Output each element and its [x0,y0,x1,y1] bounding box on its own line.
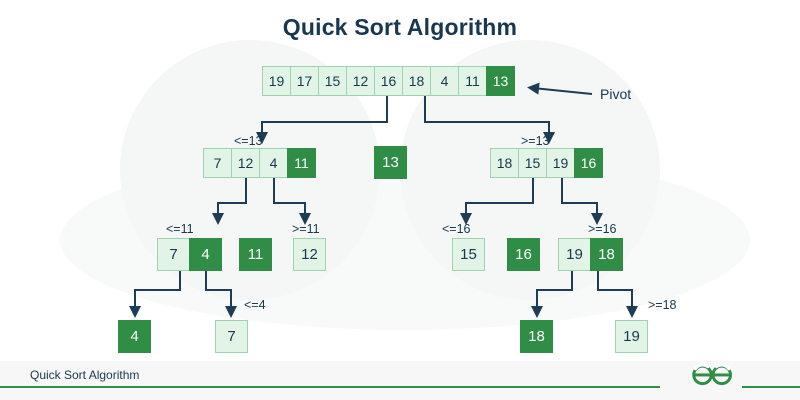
array-cell: 19 [558,238,591,271]
compare-label-gte-18: >=18 [648,298,677,312]
array-cell: 7 [203,148,232,178]
footer-divider-right [742,386,800,388]
array-cell: 15 [318,66,347,96]
array-cell-pivot: 18 [520,320,553,353]
array-cell-pivot: 4 [118,320,151,353]
array-cell-pivot: 18 [590,238,623,271]
compare-label-gte-13: >=13 [521,134,550,148]
array-level3-right-mid: 16 [507,238,540,271]
array-level3-right-lt: 15 [452,238,485,271]
array-cell: 15 [518,148,547,178]
array-cell: 4 [259,148,288,178]
array-level2-right: 18 15 19 16 [490,148,603,178]
array-level2-left: 7 12 4 11 [203,148,316,178]
array-level1: 19 17 15 12 16 18 4 11 13 [262,66,515,96]
footer-divider-left [0,386,660,388]
array-level3-left-gt: 12 [293,238,326,271]
compare-label-lte-13: <=13 [234,134,263,148]
page-title: Quick Sort Algorithm [282,14,518,40]
array-level4-right-gt: 19 [615,320,648,353]
array-cell: 15 [452,238,485,271]
array-level3-left-lt: 7 4 [157,238,222,271]
geeksforgeeks-logo-icon [692,363,732,386]
array-cell: 16 [374,66,403,96]
array-cell-pivot: 16 [574,148,603,178]
array-cell: 11 [458,66,487,96]
array-cell-pivot: 11 [239,238,272,271]
array-cell: 19 [262,66,291,96]
array-cell-pivot: 4 [189,238,222,271]
array-level3-right-gt: 19 18 [558,238,623,271]
compare-label-lte-11: <=11 [166,222,194,236]
array-cell: 19 [546,148,575,178]
footer-band [0,361,800,400]
pivot-annotation-label: Pivot [600,86,632,102]
array-cell: 12 [346,66,375,96]
array-level4-left-lt: 4 [118,320,151,353]
array-cell: 12 [231,148,260,178]
footer-caption: Quick Sort Algorithm [30,368,140,382]
array-cell: 7 [215,320,248,353]
compare-label-lte-16: <=16 [442,222,471,236]
compare-label-lte-4: <=4 [244,298,266,312]
array-cell: 18 [402,66,431,96]
array-cell: 12 [293,238,326,271]
array-cell: 4 [430,66,459,96]
array-cell: 7 [157,238,190,271]
compare-label-gte-16: >=16 [588,222,617,236]
array-level3-left-mid: 11 [239,238,272,271]
array-cell: 18 [490,148,519,178]
compare-label-gte-11: >=11 [292,222,320,236]
array-cell-pivot: 16 [507,238,540,271]
array-level2-middle: 13 [374,146,407,179]
array-cell: 17 [290,66,319,96]
array-level4-right-lt: 18 [520,320,553,353]
array-level4-left-gt: 7 [215,320,248,353]
array-cell-pivot: 13 [374,146,407,179]
array-cell: 19 [615,320,648,353]
array-cell-pivot: 11 [287,148,316,178]
array-cell-pivot: 13 [486,66,515,96]
